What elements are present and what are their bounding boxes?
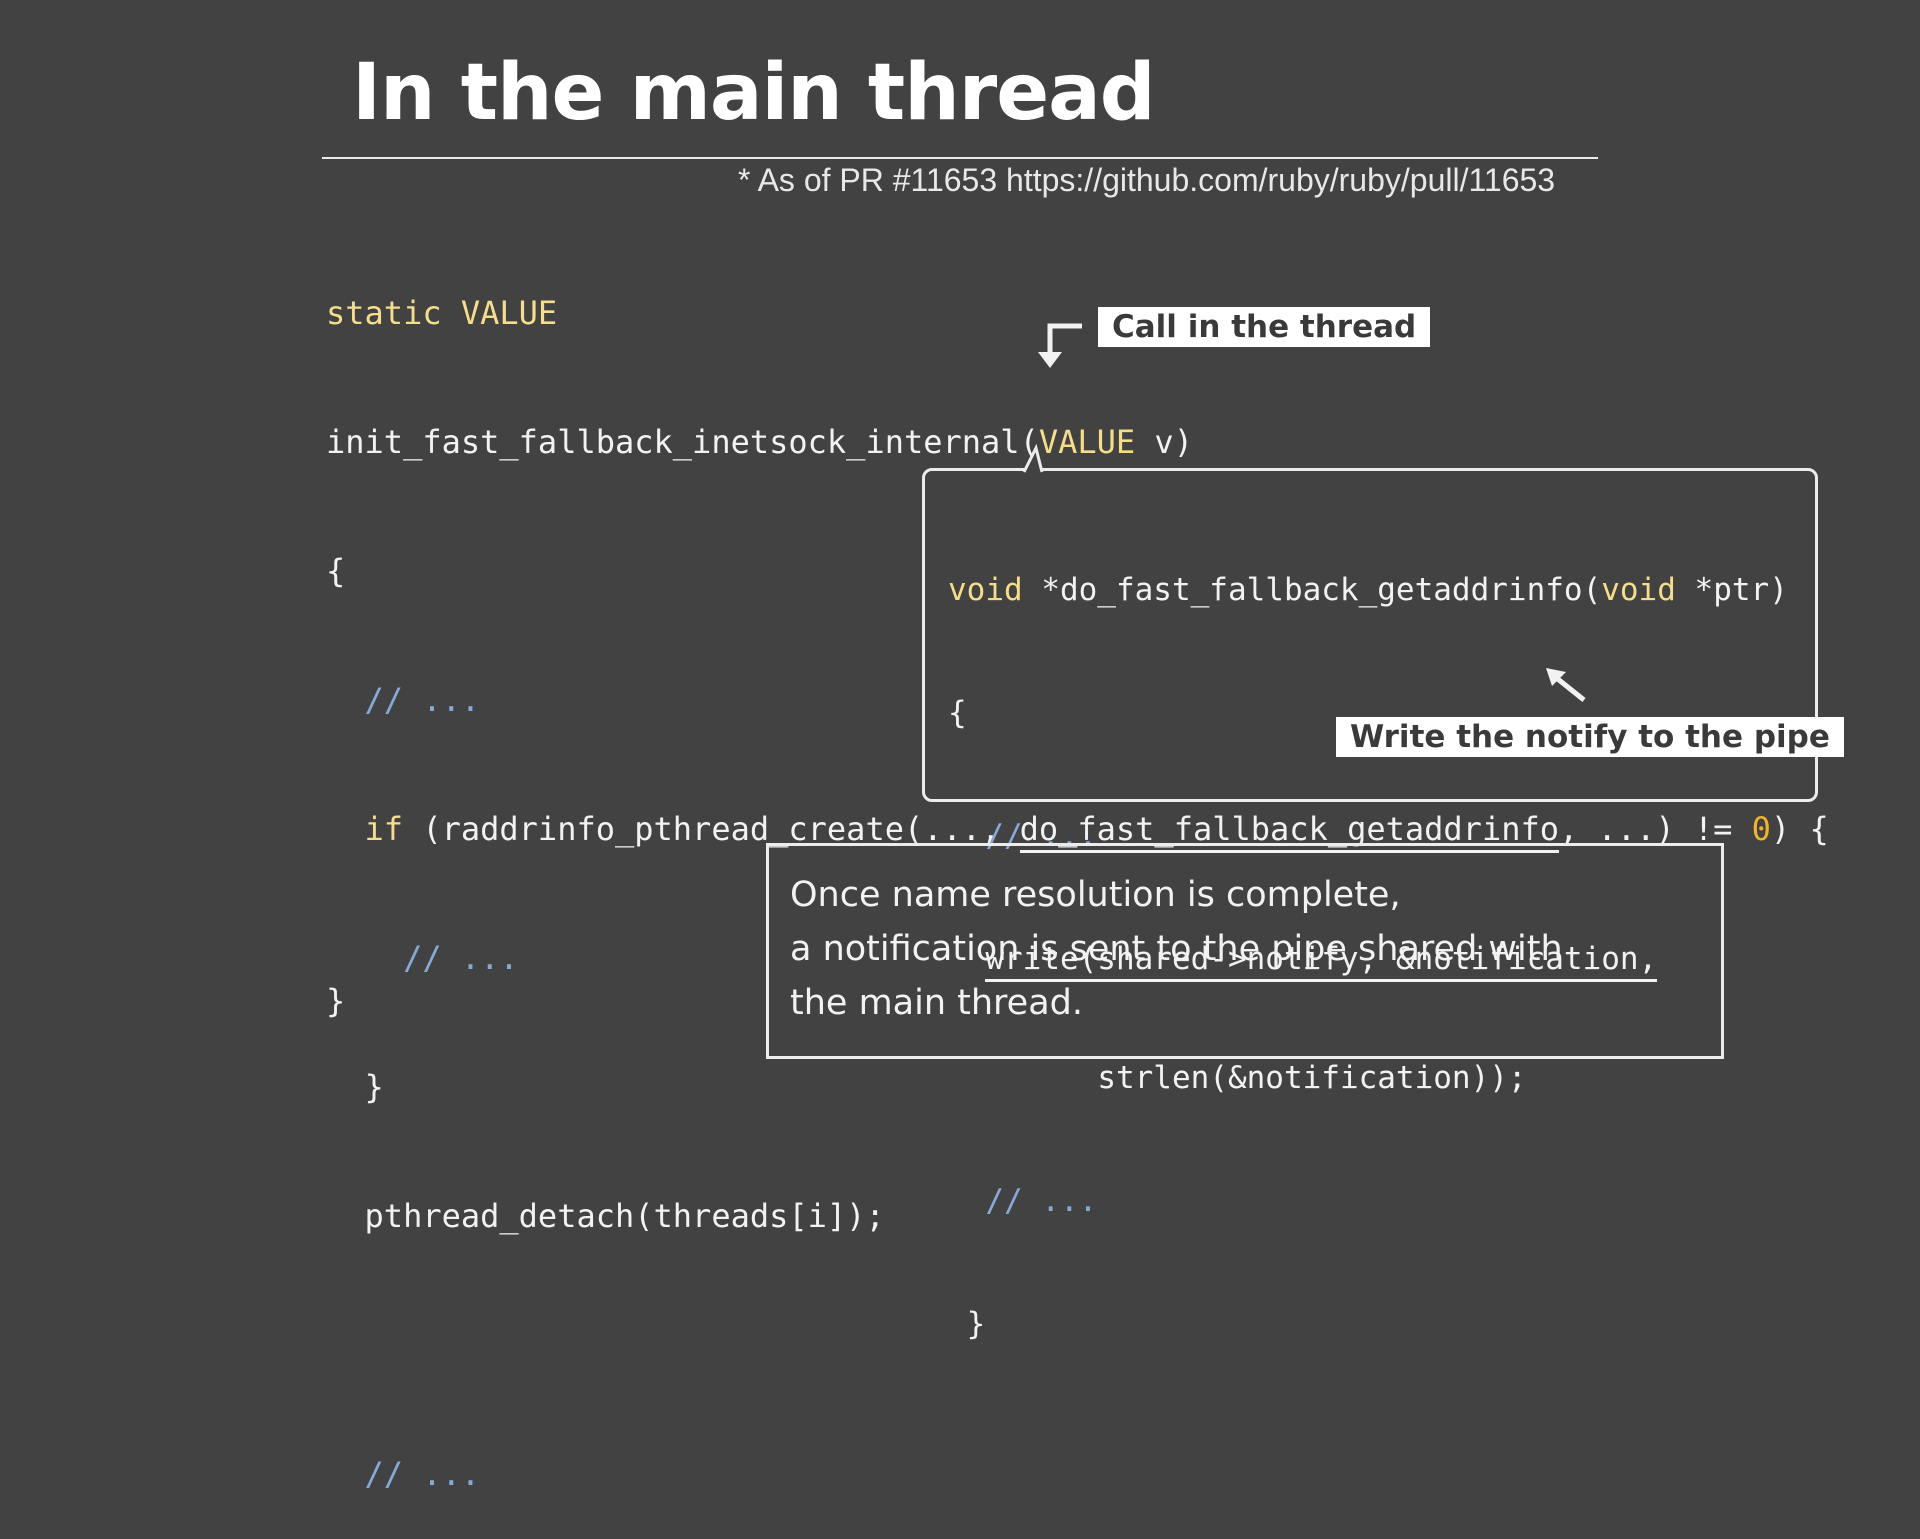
highlighted-write-call: write(shared->notify, &notification, bbox=[985, 941, 1658, 982]
code-keyword: VALUE bbox=[1038, 423, 1136, 461]
code-line: // ... bbox=[948, 1181, 1788, 1222]
code-text: init_fast_fallback_inetsock_internal( bbox=[326, 423, 1039, 461]
explanation-text: Once name resolution is complete, a noti… bbox=[790, 868, 1563, 1030]
code-text: *ptr) bbox=[1675, 572, 1788, 608]
code-text: v) bbox=[1135, 423, 1193, 461]
code-comment: // ... bbox=[985, 818, 1098, 854]
up-left-arrow-icon bbox=[1546, 668, 1586, 702]
code-comment: // ... bbox=[364, 1455, 481, 1493]
code-text: (raddrinfo_pthread_create(..., bbox=[403, 810, 1020, 848]
code-keyword: void bbox=[948, 572, 1023, 608]
code-line: strlen(&notification)); bbox=[948, 1058, 1788, 1099]
code-text: } bbox=[966, 1306, 986, 1342]
code-keyword: void bbox=[1601, 572, 1676, 608]
callout-box bbox=[922, 468, 1818, 802]
code-line: init_fast_fallback_inetsock_internal(VAL… bbox=[326, 421, 1829, 464]
code-text: , ...) != bbox=[1559, 810, 1752, 848]
code-line: write(shared->notify, &notification, bbox=[948, 939, 1788, 982]
code-text: } bbox=[364, 1068, 384, 1106]
code-keyword: if bbox=[364, 810, 404, 848]
slide-title: In the main thread bbox=[352, 48, 1156, 138]
code-line: static VALUE bbox=[326, 292, 1829, 335]
code-line: } bbox=[948, 1304, 1788, 1345]
code-line: // ... bbox=[326, 937, 1829, 980]
code-line: // ... bbox=[326, 679, 1829, 722]
closing-brace: } bbox=[326, 982, 346, 1020]
code-line: { bbox=[948, 695, 967, 731]
write-notify-label: Write the notify to the pipe bbox=[1336, 717, 1844, 757]
call-in-thread-label: Call in the thread bbox=[1098, 307, 1431, 347]
code-text: ) { bbox=[1770, 810, 1829, 848]
explanation-box bbox=[766, 843, 1724, 1059]
code-number: 0 bbox=[1751, 810, 1771, 848]
code-text: *do_fast_fallback_getaddrinfo( bbox=[1022, 572, 1602, 608]
highlighted-function-name: do_fast_fallback_getaddrinfo bbox=[1019, 810, 1559, 853]
code-text: pthread_detach(threads[i]); bbox=[364, 1197, 885, 1235]
code-line: if (raddrinfo_pthread_create(..., do_fas… bbox=[326, 808, 1829, 853]
code-line: // ... bbox=[326, 1453, 1829, 1496]
explanation-line: Once name resolution is complete, bbox=[790, 875, 1401, 915]
code-keyword: VALUE bbox=[460, 294, 558, 332]
code-comment: // ... bbox=[364, 681, 481, 719]
code-text: strlen(&notification)); bbox=[1097, 1060, 1527, 1096]
code-line: void *do_fast_fallback_getaddrinfo(void … bbox=[948, 570, 1788, 611]
explanation-line: the main thread. bbox=[790, 983, 1083, 1023]
callout-pointer bbox=[1022, 444, 1044, 473]
code-line: // ... bbox=[948, 816, 1788, 857]
explanation-line: a notification is sent to the pipe share… bbox=[790, 929, 1563, 969]
code-line: { bbox=[326, 552, 346, 590]
pr-reference-note: * As of PR #11653 https://github.com/rub… bbox=[738, 162, 1556, 198]
code-keyword: static bbox=[326, 294, 442, 332]
code-comment: // ... bbox=[403, 939, 519, 977]
down-arrow-icon bbox=[1038, 323, 1082, 368]
title-divider bbox=[322, 157, 1598, 159]
code-comment: // ... bbox=[985, 1183, 1098, 1219]
